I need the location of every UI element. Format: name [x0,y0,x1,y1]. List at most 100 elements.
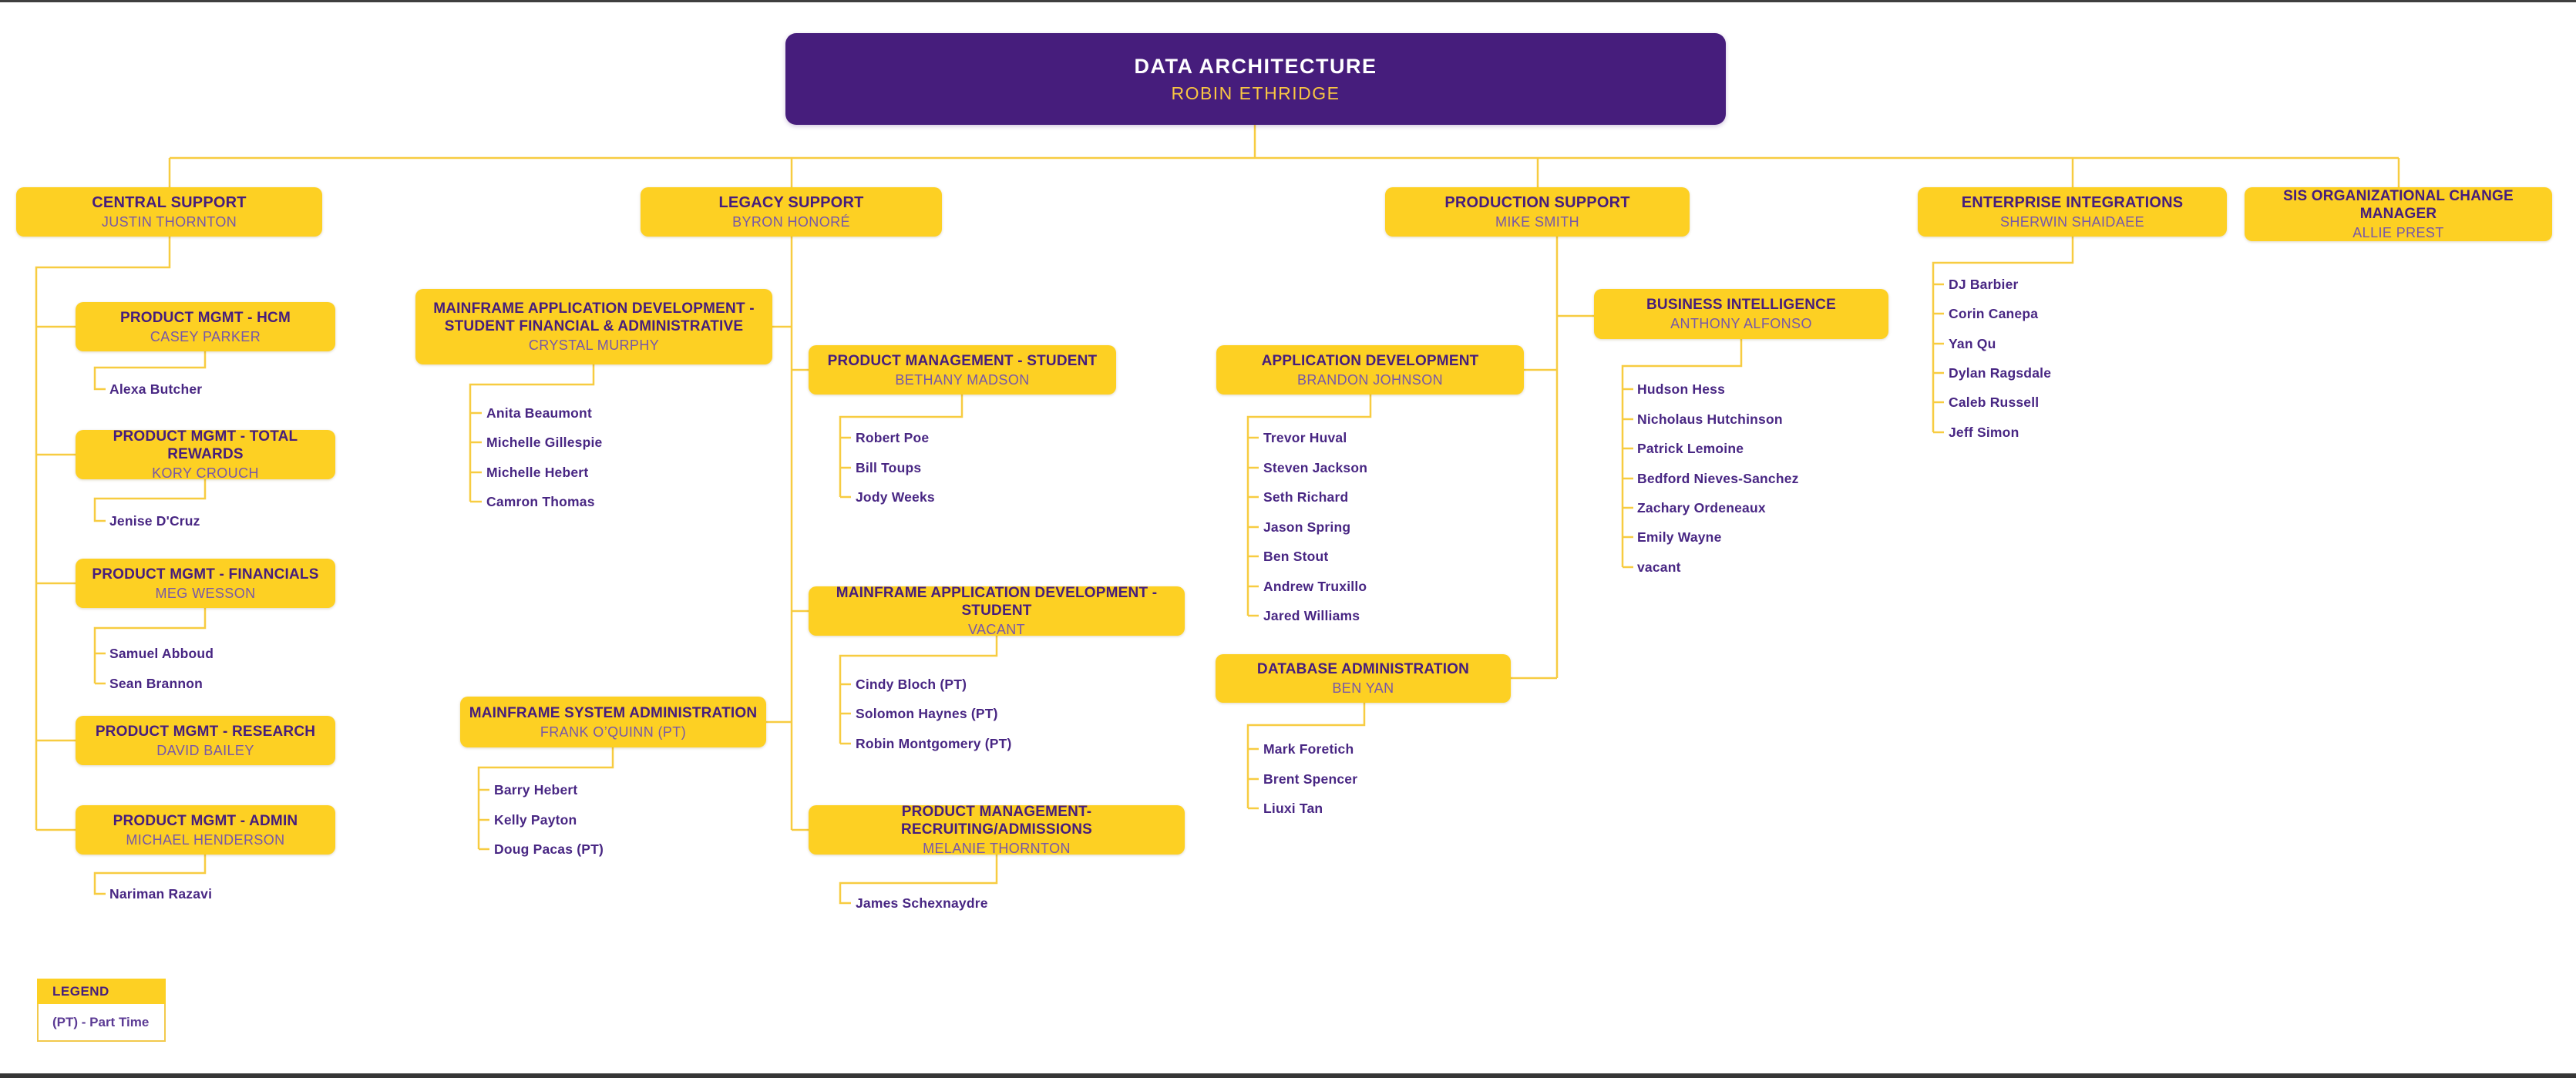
root-manager-name: ROBIN ETHRIDGE [1171,82,1340,103]
staff-name: Bedford Nieves-Sanchez [1637,471,1799,486]
staff-name: Patrick Lemoine [1637,441,1744,456]
legend-title: LEGEND [52,983,109,999]
staff-name: Steven Jackson [1263,460,1368,475]
dept-box-product-mgmt-hcm: PRODUCT MGMT - HCM CASEY PARKER [76,302,335,351]
dept-title: PRODUCT MGMT - FINANCIALS [92,566,319,583]
legend-header: LEGEND [37,979,166,1004]
dept-manager: KORY CROUCH [152,465,259,481]
dept-manager: VACANT [967,622,1026,637]
staff-name: Hudson Hess [1637,381,1726,397]
branch-box-legacy-support: LEGACY SUPPORT BYRON HONORÉ [641,187,942,237]
top-border-line [0,0,2576,2]
dept-title: PRODUCT MGMT - ADMIN [113,812,298,829]
root-box-data-architecture: DATA ARCHITECTURE ROBIN ETHRIDGE [785,33,1726,125]
dept-box-product-management-recruiting-admissions: PRODUCT MANAGEMENT- RECRUITING/ADMISSION… [809,804,1185,856]
staff-name: Dylan Ragsdale [1949,365,2052,381]
staff-name: Bill Toups [856,460,922,475]
dept-manager: MELANIE THORNTON [923,841,1071,856]
staff-name: Caleb Russell [1949,395,2040,410]
branch-title: ENTERPRISE INTEGRATIONS [1961,193,2184,211]
legacy-spine [766,237,809,831]
staff-name: Emily Wayne [1637,529,1722,545]
staff-name: Nariman Razavi [109,886,213,902]
dept-title: MAINFRAME APPLICATION DEVELOPMENT - STUD… [433,301,755,334]
staff-name: Anita Beaumont [486,405,592,421]
staff-name: Michelle Hebert [486,465,589,480]
dept-manager: CRYSTAL MURPHY [528,338,660,353]
branch-box-production-support: PRODUCTION SUPPORT MIKE SMITH [1385,187,1690,237]
dept-box-product-mgmt-total-rewards: PRODUCT MGMT - TOTAL REWARDS KORY CROUCH [76,428,335,481]
staff-name: Andrew Truxillo [1263,579,1367,594]
dept-title: PRODUCT MGMT - HCM [119,309,291,326]
staff-name: DJ Barbier [1949,277,2019,292]
dept-box-database-administration: DATABASE ADMINISTRATION BEN YAN [1216,654,1511,703]
staff-name: Seth Richard [1263,489,1349,505]
staff-name: Cindy Bloch (PT) [856,677,967,692]
staff-name: Mark Foretich [1263,741,1354,757]
staff-name: Zachary Ordeneaux [1637,500,1766,515]
staff-name: Alexa Butcher [109,381,203,397]
dept-title: PRODUCT MGMT - TOTAL REWARDS [113,428,298,462]
dept-title: PRODUCT MANAGEMENT - STUDENT [827,352,1098,369]
dept-title: PRODUCT MGMT - RESEARCH [95,723,316,740]
dept-box-mainframe-system-administration: MAINFRAME SYSTEM ADMINISTRATION FRANK O’… [460,697,766,747]
dept-box-product-management-student: PRODUCT MANAGEMENT - STUDENT BETHANY MAD… [809,345,1116,395]
branch-manager: MIKE SMITH [1495,213,1579,230]
legend-entry-part-time: (PT) - Part Time [52,1014,150,1029]
branch-box-sis-org-change-manager: SIS ORGANIZATIONAL CHANGE MANAGER ALLIE … [2245,187,2552,241]
dept-box-business-intelligence: BUSINESS INTELLIGENCE ANTHONY ALFONSO [1594,289,1888,339]
dept-manager: CASEY PARKER [150,328,261,344]
staff-name: Brent Spencer [1263,771,1358,787]
branch-box-enterprise-integrations: ENTERPRISE INTEGRATIONS SHERWIN SHAIDAEE [1918,187,2227,237]
root-title: DATA ARCHITECTURE [1134,54,1377,78]
branch-title: SIS ORGANIZATIONAL CHANGE MANAGER [2283,188,2514,222]
dept-manager: BEN YAN [1332,680,1394,696]
staff-name: Kelly Payton [494,812,577,828]
staff-name: Robin Montgomery (PT) [856,736,1012,751]
dept-box-product-mgmt-financials: PRODUCT MGMT - FINANCIALS MEG WESSON [76,559,335,608]
dept-box-mainframe-app-dev-student-financial-admin: MAINFRAME APPLICATION DEVELOPMENT - STUD… [415,289,772,364]
staff-name: vacant [1637,559,1681,575]
dept-box-application-development: APPLICATION DEVELOPMENT BRANDON JOHNSON [1216,345,1524,395]
staff-name: Samuel Abboud [109,646,214,661]
dept-box-product-mgmt-admin: PRODUCT MGMT - ADMIN MICHAEL HENDERSON [76,805,335,855]
dept-title: APPLICATION DEVELOPMENT [1261,352,1479,369]
staff-name: Doug Pacas (PT) [494,841,604,857]
staff-name: Solomon Haynes (PT) [856,706,998,721]
staff-name: Nicholaus Hutchinson [1637,411,1783,427]
branch-title: LEGACY SUPPORT [718,193,864,211]
staff-name: Barry Hebert [494,782,578,798]
staff-name: Corin Canepa [1949,306,2039,321]
branch-box-central-support: CENTRAL SUPPORT JUSTIN THORNTON [16,187,322,237]
dept-manager: BRANDON JOHNSON [1296,371,1443,388]
branch-manager: ALLIE PREST [2352,225,2444,240]
dept-title: DATABASE ADMINISTRATION [1256,661,1470,677]
production-spine [1511,237,1594,680]
dept-title: BUSINESS INTELLIGENCE [1646,297,1836,313]
staff-name: Jeff Simon [1949,425,2019,440]
dept-title: MAINFRAME APPLICATION DEVELOPMENT - STUD… [836,585,1158,619]
staff-name: Jared Williams [1263,608,1360,623]
staff-name: Trevor Huval [1263,430,1347,445]
dept-title: PRODUCT MANAGEMENT- RECRUITING/ADMISSION… [900,804,1093,838]
staff-name: Ben Stout [1263,549,1329,564]
staff-name: Jody Weeks [856,489,935,505]
dept-box-mainframe-app-dev-student: MAINFRAME APPLICATION DEVELOPMENT - STUD… [809,585,1185,637]
branch-manager: BYRON HONORÉ [732,213,850,230]
staff-name: Camron Thomas [486,494,595,509]
staff-name: Jenise D'Cruz [109,513,200,529]
branch-manager: JUSTIN THORNTON [101,213,237,230]
dept-manager: ANTHONY ALFONSO [1670,316,1812,331]
staff-name: Robert Poe [856,430,930,445]
staff-name: Liuxi Tan [1263,801,1323,816]
staff-name: Jason Spring [1263,519,1351,535]
staff-name: Yan Qu [1949,336,1996,351]
legend-body: (PT) - Part Time [37,1004,166,1042]
branch-manager: SHERWIN SHAIDAEE [1999,213,2145,230]
staff-name: Sean Brannon [109,676,203,691]
dept-manager: BETHANY MADSON [895,371,1030,388]
dept-manager: DAVID BAILEY [156,742,254,758]
root-rail-connector [168,125,2400,187]
